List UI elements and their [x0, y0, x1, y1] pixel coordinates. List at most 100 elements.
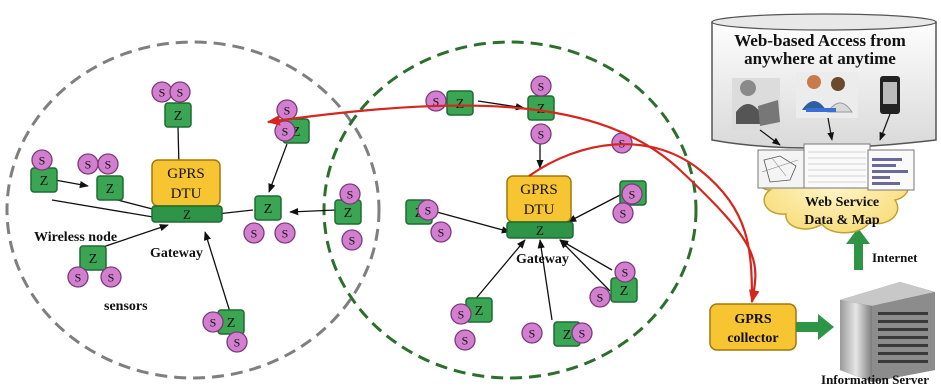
wireless-node: Z [96, 175, 124, 201]
sensor-s: S [347, 188, 354, 202]
sensor-s: S [282, 125, 289, 139]
information-server-icon [840, 282, 935, 382]
table-screenshot-icon [803, 143, 871, 189]
wireless-node: Z [79, 245, 107, 271]
smartphone-icon [880, 76, 900, 114]
sensor: S [417, 199, 439, 221]
desktop-users-icon [796, 72, 858, 118]
sensor: S [67, 266, 89, 288]
laptop-user-icon [732, 78, 780, 130]
web-service-line2: Data & Map [804, 213, 880, 228]
sensor: S [589, 286, 611, 308]
sensor: S [77, 153, 99, 175]
wireless-node: Z [30, 167, 58, 193]
sensor-s: S [622, 266, 629, 280]
sensor-s: S [597, 291, 604, 305]
wireless-node-z: Z [89, 252, 98, 267]
collector-to-server-arrow [796, 314, 834, 340]
map-screenshot-icon [757, 149, 807, 189]
gprs-link-dtu2 [528, 143, 754, 303]
wireless-node-z: Z [174, 109, 183, 124]
dtu-1-label-top: GPRS [167, 166, 205, 182]
sensor-s: S [349, 234, 356, 248]
wireless-node: Z [254, 195, 282, 221]
sensor: S [100, 266, 122, 288]
wireless-node: Z [527, 95, 555, 121]
wireless-node-label: Wireless node [34, 230, 117, 245]
gateway-1-bar: Z [151, 205, 223, 223]
internet-uplink-arrow [846, 228, 870, 270]
sensor: S [243, 222, 265, 244]
web-service-line1: Web Service [805, 195, 879, 210]
sensor: S [31, 149, 53, 171]
collector-label-top: GPRS [734, 312, 772, 327]
sensor-s: S [177, 86, 184, 100]
collector-label-bottom: collector [727, 331, 778, 346]
sensor-s: S [438, 226, 445, 240]
sensor: S [614, 261, 636, 283]
web-title-line1: Web-based Access from [734, 31, 906, 50]
sensor: S [454, 329, 476, 351]
sensor: S [169, 81, 191, 103]
sensor-s: S [251, 227, 258, 241]
sensor-s: S [538, 80, 545, 94]
sensor: S [97, 153, 119, 175]
sensor: S [621, 183, 643, 205]
sensor-s: S [579, 327, 586, 341]
gprs-uplinks [266, 104, 760, 304]
sensor: S [341, 229, 363, 251]
wireless-node-z: Z [344, 206, 353, 221]
dtu-2-label-top: GPRS [520, 182, 558, 198]
sensor-s: S [108, 271, 115, 285]
sensor-s: S [620, 207, 627, 221]
gprs-collector: GPRS collector [709, 303, 797, 351]
sensor-s: S [462, 334, 469, 348]
sensor: S [276, 99, 298, 121]
sensor-s: S [425, 204, 432, 218]
wireless-node: Z [446, 90, 474, 116]
gateway-2-z: Z [536, 223, 544, 238]
sensor: S [530, 123, 552, 145]
gateway-2-label: Gateway [516, 252, 569, 267]
chart-screenshot-icon [867, 149, 915, 191]
wireless-node-z: Z [620, 284, 629, 299]
sensor: S [425, 90, 447, 112]
gprs-dtu-2: GPRS DTU [506, 175, 572, 223]
sensor: S [450, 303, 472, 325]
sensor: S [521, 322, 543, 344]
sensor-s: S [210, 316, 217, 330]
sensor-s: S [85, 158, 92, 172]
sensor-s: S [234, 336, 241, 350]
wireless-node-z: Z [40, 174, 49, 189]
dtu-1-label-bottom: DTU [171, 186, 202, 202]
wireless-node: Z [164, 102, 192, 128]
sensor: S [274, 120, 296, 142]
sensor-s: S [458, 308, 465, 322]
sensor-s: S [529, 327, 536, 341]
gateway-1-z: Z [183, 207, 191, 222]
wireless-node-z: Z [264, 202, 273, 217]
gprs-dtu-1: GPRS DTU [151, 159, 221, 207]
sensor-s: S [629, 188, 636, 202]
sensor-s: S [433, 95, 440, 109]
wireless-node-z: Z [456, 97, 465, 112]
sensor: S [274, 222, 296, 244]
wireless-node-z: Z [106, 182, 115, 197]
sensor-s: S [538, 128, 545, 142]
sensor-s: S [39, 154, 46, 168]
sensor: S [202, 311, 224, 333]
sensor-s: S [105, 158, 112, 172]
information-server-label: Information Server [821, 372, 929, 387]
gateway-1-label: Gateway [150, 246, 203, 261]
sensor: S [612, 202, 634, 224]
sensor-s: S [75, 271, 82, 285]
dtu-2-label-bottom: DTU [524, 202, 555, 218]
sensor: S [339, 183, 361, 205]
web-title-line2: anywhere at anytime [744, 49, 896, 68]
sensor-s: S [159, 86, 166, 100]
sensor: S [430, 221, 452, 243]
sensor-s: S [282, 227, 289, 241]
sensor-s: S [284, 104, 291, 118]
